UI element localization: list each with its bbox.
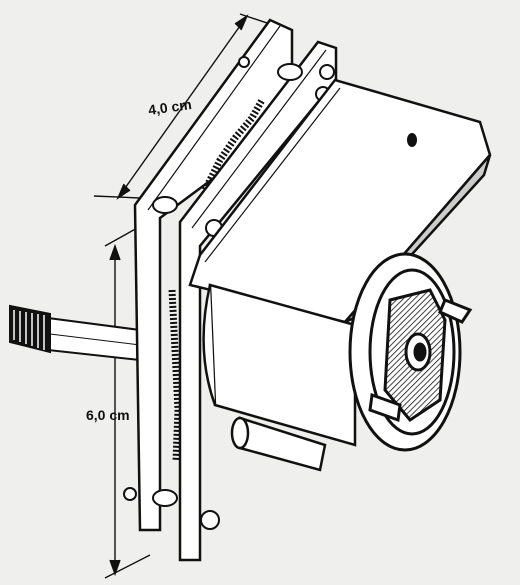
spacer-posts — [152, 63, 303, 507]
motor-lower-cylinder — [230, 416, 327, 472]
front-frame-plate — [178, 40, 338, 562]
output-shaft — [47, 316, 141, 362]
gear-train — [168, 98, 266, 461]
threaded-shaft-end — [9, 304, 51, 354]
motor-end-cap — [348, 252, 473, 452]
motor-body — [202, 283, 357, 447]
height-dimension-label: 6,0 cm — [86, 407, 130, 423]
bracket-hole — [407, 133, 417, 147]
width-dimension-label: 4,0 cm — [147, 96, 192, 118]
width-dimension — [93, 13, 283, 200]
